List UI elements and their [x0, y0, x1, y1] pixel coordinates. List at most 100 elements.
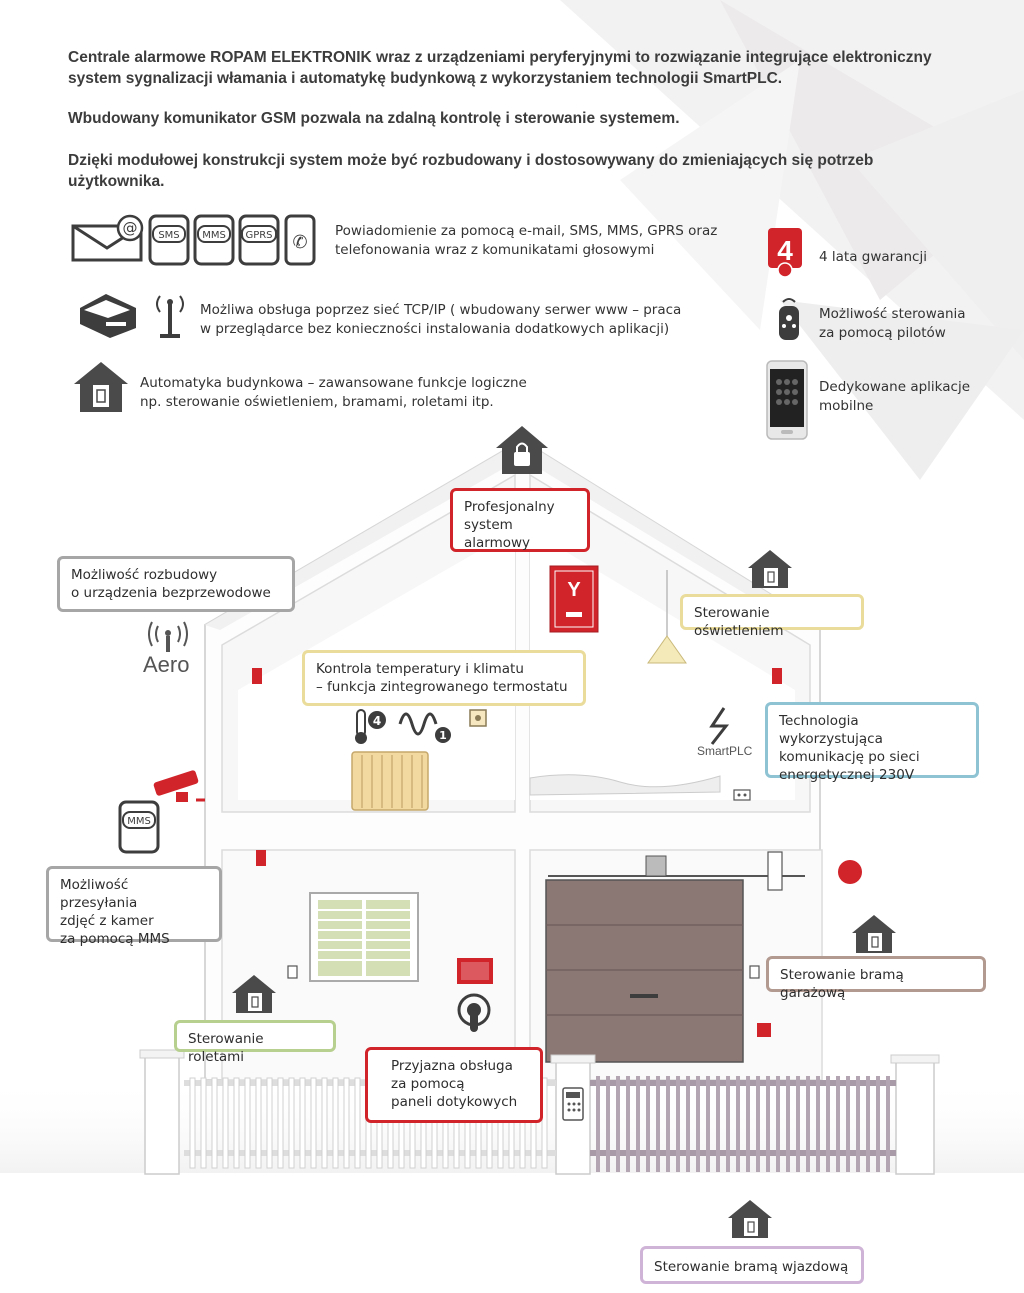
thermometer-icon: 4	[355, 709, 386, 744]
gate-picket	[716, 1076, 720, 1172]
callout-climate: Kontrola temperatury i klimatu – funkcja…	[302, 650, 586, 706]
callout-mms-line1: Możliwość przesyłania	[60, 877, 138, 911]
gate-picket	[696, 1076, 700, 1172]
callout-mms-camera: Możliwość przesyłania zdjęć z kamer za p…	[46, 866, 222, 947]
smartplc-label: SmartPLC	[697, 744, 753, 758]
fence-picket	[222, 1077, 229, 1169]
fence-picket	[266, 1077, 273, 1169]
motion-sensor-left	[252, 668, 262, 684]
intro-p3-line1: Dzięki modułowej konstrukcji system może…	[68, 152, 874, 169]
thermo-number-2: 1	[439, 729, 447, 742]
fence-picket	[541, 1077, 548, 1169]
fence-picket	[277, 1077, 284, 1169]
gate-picket	[616, 1076, 620, 1172]
automation-line1: Automatyka budynkowa – zawansowane funkc…	[140, 375, 527, 391]
svg-text:@: @	[123, 219, 138, 237]
fence-picket	[354, 1077, 361, 1169]
siren	[838, 860, 862, 884]
sms-label: SMS	[158, 230, 179, 241]
notification-line1: Powiadomienie za pomocą e-mail, SMS, MMS…	[335, 223, 718, 239]
gate-picket	[826, 1076, 830, 1172]
apps-line2: mobilne	[819, 398, 874, 414]
gate-picket	[776, 1076, 780, 1172]
touch-panel-device	[457, 958, 493, 984]
intro-p1-line1: Centrale alarmowe ROPAM ELEKTRONIK wraz …	[68, 49, 932, 66]
intro-paragraph-2: Wbudowany komunikator GSM pozwala na zda…	[68, 110, 680, 127]
fence-pickets-left	[189, 1077, 548, 1169]
gate-picket	[676, 1076, 680, 1172]
intro-p3-line2: użytkownika.	[68, 173, 165, 190]
warranty-badge-icon: 4	[768, 228, 802, 278]
gate-picket	[656, 1076, 660, 1172]
gate-picket	[796, 1076, 800, 1172]
callout-blinds: Sterowanie roletami	[174, 1020, 336, 1065]
fence-picket	[244, 1077, 251, 1169]
notification-icons: @ SMS MMS GPRS ✆	[71, 214, 316, 266]
garage-sensor	[757, 1023, 771, 1037]
mms-label: MMS	[202, 230, 226, 241]
gate-picket	[786, 1076, 790, 1172]
gate-picket	[846, 1076, 850, 1172]
remote-line1: Możliwość sterowania	[819, 306, 966, 322]
gate-picket	[726, 1076, 730, 1172]
router-icon	[80, 294, 136, 338]
alarm-control-panel: Y	[549, 565, 599, 633]
intro-paragraph-1: Centrale alarmowe ROPAM ELEKTRONIK wraz …	[68, 47, 932, 89]
callout-touch-panels: Przyjazna obsługa za pomocą paneli dotyk…	[365, 1047, 543, 1123]
garage-door	[545, 851, 805, 1063]
garage-switch	[749, 965, 760, 979]
gate-picket	[756, 1076, 760, 1172]
fence-pickets-right	[596, 1076, 890, 1172]
notification-text: Powiadomienie za pomocą e-mail, SMS, MMS…	[335, 222, 717, 260]
gate-picket	[606, 1076, 610, 1172]
callout-climate-line1: Kontrola temperatury i klimatu	[316, 661, 524, 677]
callout-plc-line3: energetycznej 230V	[779, 767, 915, 783]
gate-picket	[736, 1076, 740, 1172]
callout-climate-line2: – funkcja zintegrowanego termostatu	[316, 679, 568, 695]
gate-picket	[646, 1076, 650, 1172]
notification-line2: telefonowania wraz z komunikatami głosow…	[335, 242, 655, 258]
garage-control-house-icon	[852, 915, 896, 953]
mms-phone-icon-small: MMS	[118, 800, 160, 854]
callout-smartplc: Technologia wykorzystująca komunikację p…	[765, 702, 979, 783]
callout-wireless-line1: Możliwość rozbudowy	[71, 567, 218, 583]
mobile-apps-text: Dedykowane aplikacje mobilne	[819, 378, 970, 416]
fence-picket	[288, 1077, 295, 1169]
fence-picket	[189, 1077, 196, 1169]
automation-text: Automatyka budynkowa – zawansowane funkc…	[140, 374, 527, 412]
mms-phone-icon: MMS	[193, 214, 235, 266]
gate-picket	[636, 1076, 640, 1172]
callout-wireless-line2: o urządzenia bezprzewodowe	[71, 585, 271, 601]
fence-picket	[343, 1077, 350, 1169]
home-automation-icon	[74, 362, 128, 412]
gate-picket	[746, 1076, 750, 1172]
gate-picket	[836, 1076, 840, 1172]
fence-picket	[200, 1077, 207, 1169]
aero-wireless-icon	[148, 621, 188, 652]
thermo-number: 4	[373, 714, 381, 728]
svg-text:Y: Y	[567, 579, 581, 601]
gate-picket	[856, 1076, 860, 1172]
antenna-icon	[156, 295, 184, 338]
heat-wave-icon: 1	[398, 712, 451, 743]
gprs-phone-icon: GPRS	[238, 214, 280, 266]
radiator	[351, 751, 429, 811]
fence-picket	[310, 1077, 317, 1169]
automation-line2: np. sterowanie oświetleniem, bramami, ro…	[140, 394, 494, 410]
callout-touch-line2: za pomocą	[391, 1076, 465, 1092]
blinds-control-house-icon	[232, 975, 276, 1013]
smartphone-app-icon	[766, 360, 808, 440]
wall-thermostat-icon	[469, 709, 487, 727]
callout-mms-line2: zdjęć z kamer	[60, 913, 154, 929]
gate-picket	[706, 1076, 710, 1172]
ceiling-lamp	[647, 570, 687, 664]
callout-alarm-line2: system alarmowy	[464, 517, 531, 551]
remote-control-icon	[779, 298, 799, 340]
intro-paragraph-3: Dzięki modułowej konstrukcji system może…	[68, 150, 873, 192]
callout-lighting: Sterowanie oświetleniem	[680, 594, 864, 639]
sms-phone-icon: SMS	[148, 214, 190, 266]
tcpip-line1: Możliwa obsługa poprzez sieć TCP/IP ( wb…	[200, 302, 682, 318]
smartplc-lightning-icon	[709, 707, 730, 745]
remote-line2: za pomocą pilotów	[819, 325, 946, 341]
